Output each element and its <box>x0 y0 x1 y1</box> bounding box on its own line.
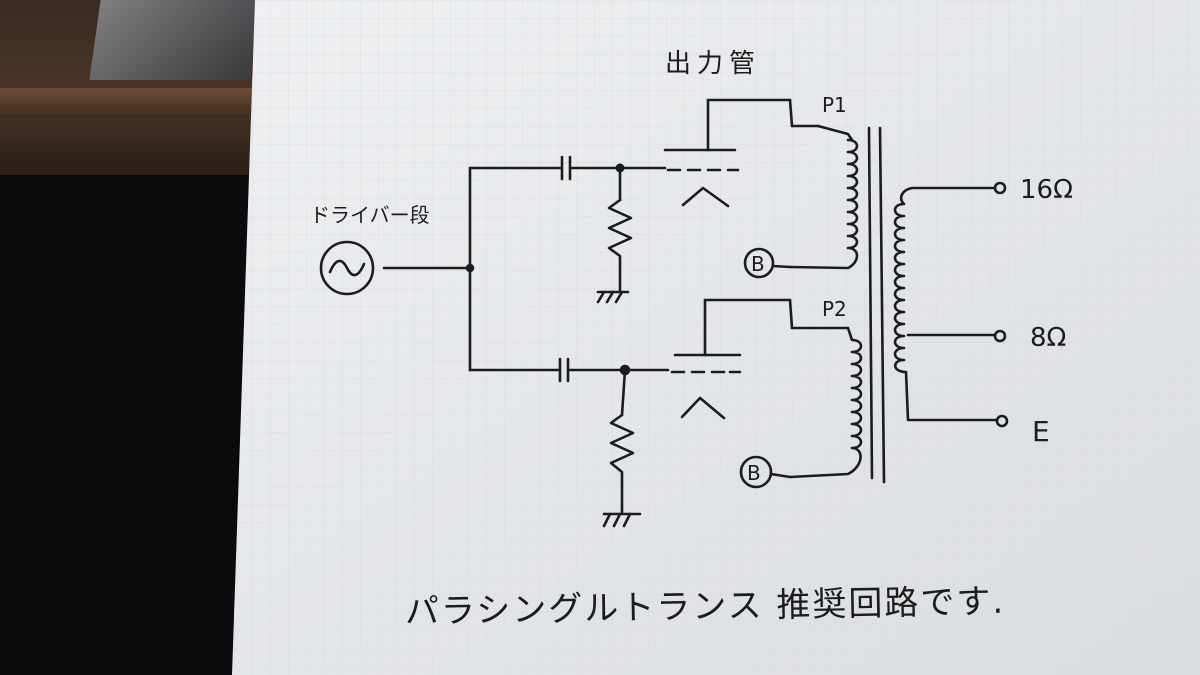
wire-b-top <box>771 264 792 269</box>
driver-stage-label: ドライバー段 <box>310 203 430 227</box>
p1-label: P1 <box>822 93 847 117</box>
b-bottom-label: B <box>747 461 761 485</box>
output-tube-label: 出力管 <box>665 49 761 79</box>
output-tube-bottom <box>670 298 850 420</box>
transformer-core-line-1 <box>867 126 874 480</box>
primary-coil-top <box>788 138 859 270</box>
driver-source-symbol <box>319 240 375 296</box>
tap-16-label: 16Ω <box>1020 175 1073 205</box>
p2-label: P2 <box>822 297 847 321</box>
secondary-coil <box>893 186 999 422</box>
background-shelf-edge <box>0 88 260 118</box>
resistor-top <box>607 198 633 292</box>
terminal-e[interactable] <box>995 414 1009 428</box>
b-top-label: B <box>751 252 765 276</box>
output-tube-top <box>663 98 854 208</box>
terminal-16ohm[interactable] <box>993 181 1007 195</box>
background-dark-area <box>0 175 260 675</box>
ground-top-icon <box>596 290 630 304</box>
tap-e-label: E <box>1032 415 1050 448</box>
wire-bottom-resistor-lead <box>620 368 627 417</box>
primary-coil-bottom <box>788 326 863 479</box>
ground-bottom-icon <box>602 512 642 528</box>
sine-wave-icon <box>328 259 366 277</box>
b-supply-bottom-symbol <box>739 455 773 489</box>
wire-b-bottom <box>769 472 792 479</box>
b-supply-top-symbol <box>743 247 775 279</box>
transformer-core-line-2 <box>878 126 886 484</box>
tap-8-label: 8Ω <box>1030 323 1066 353</box>
resistor-bottom <box>609 413 635 514</box>
schematic <box>319 98 1009 528</box>
terminal-8ohm[interactable] <box>993 329 1007 343</box>
